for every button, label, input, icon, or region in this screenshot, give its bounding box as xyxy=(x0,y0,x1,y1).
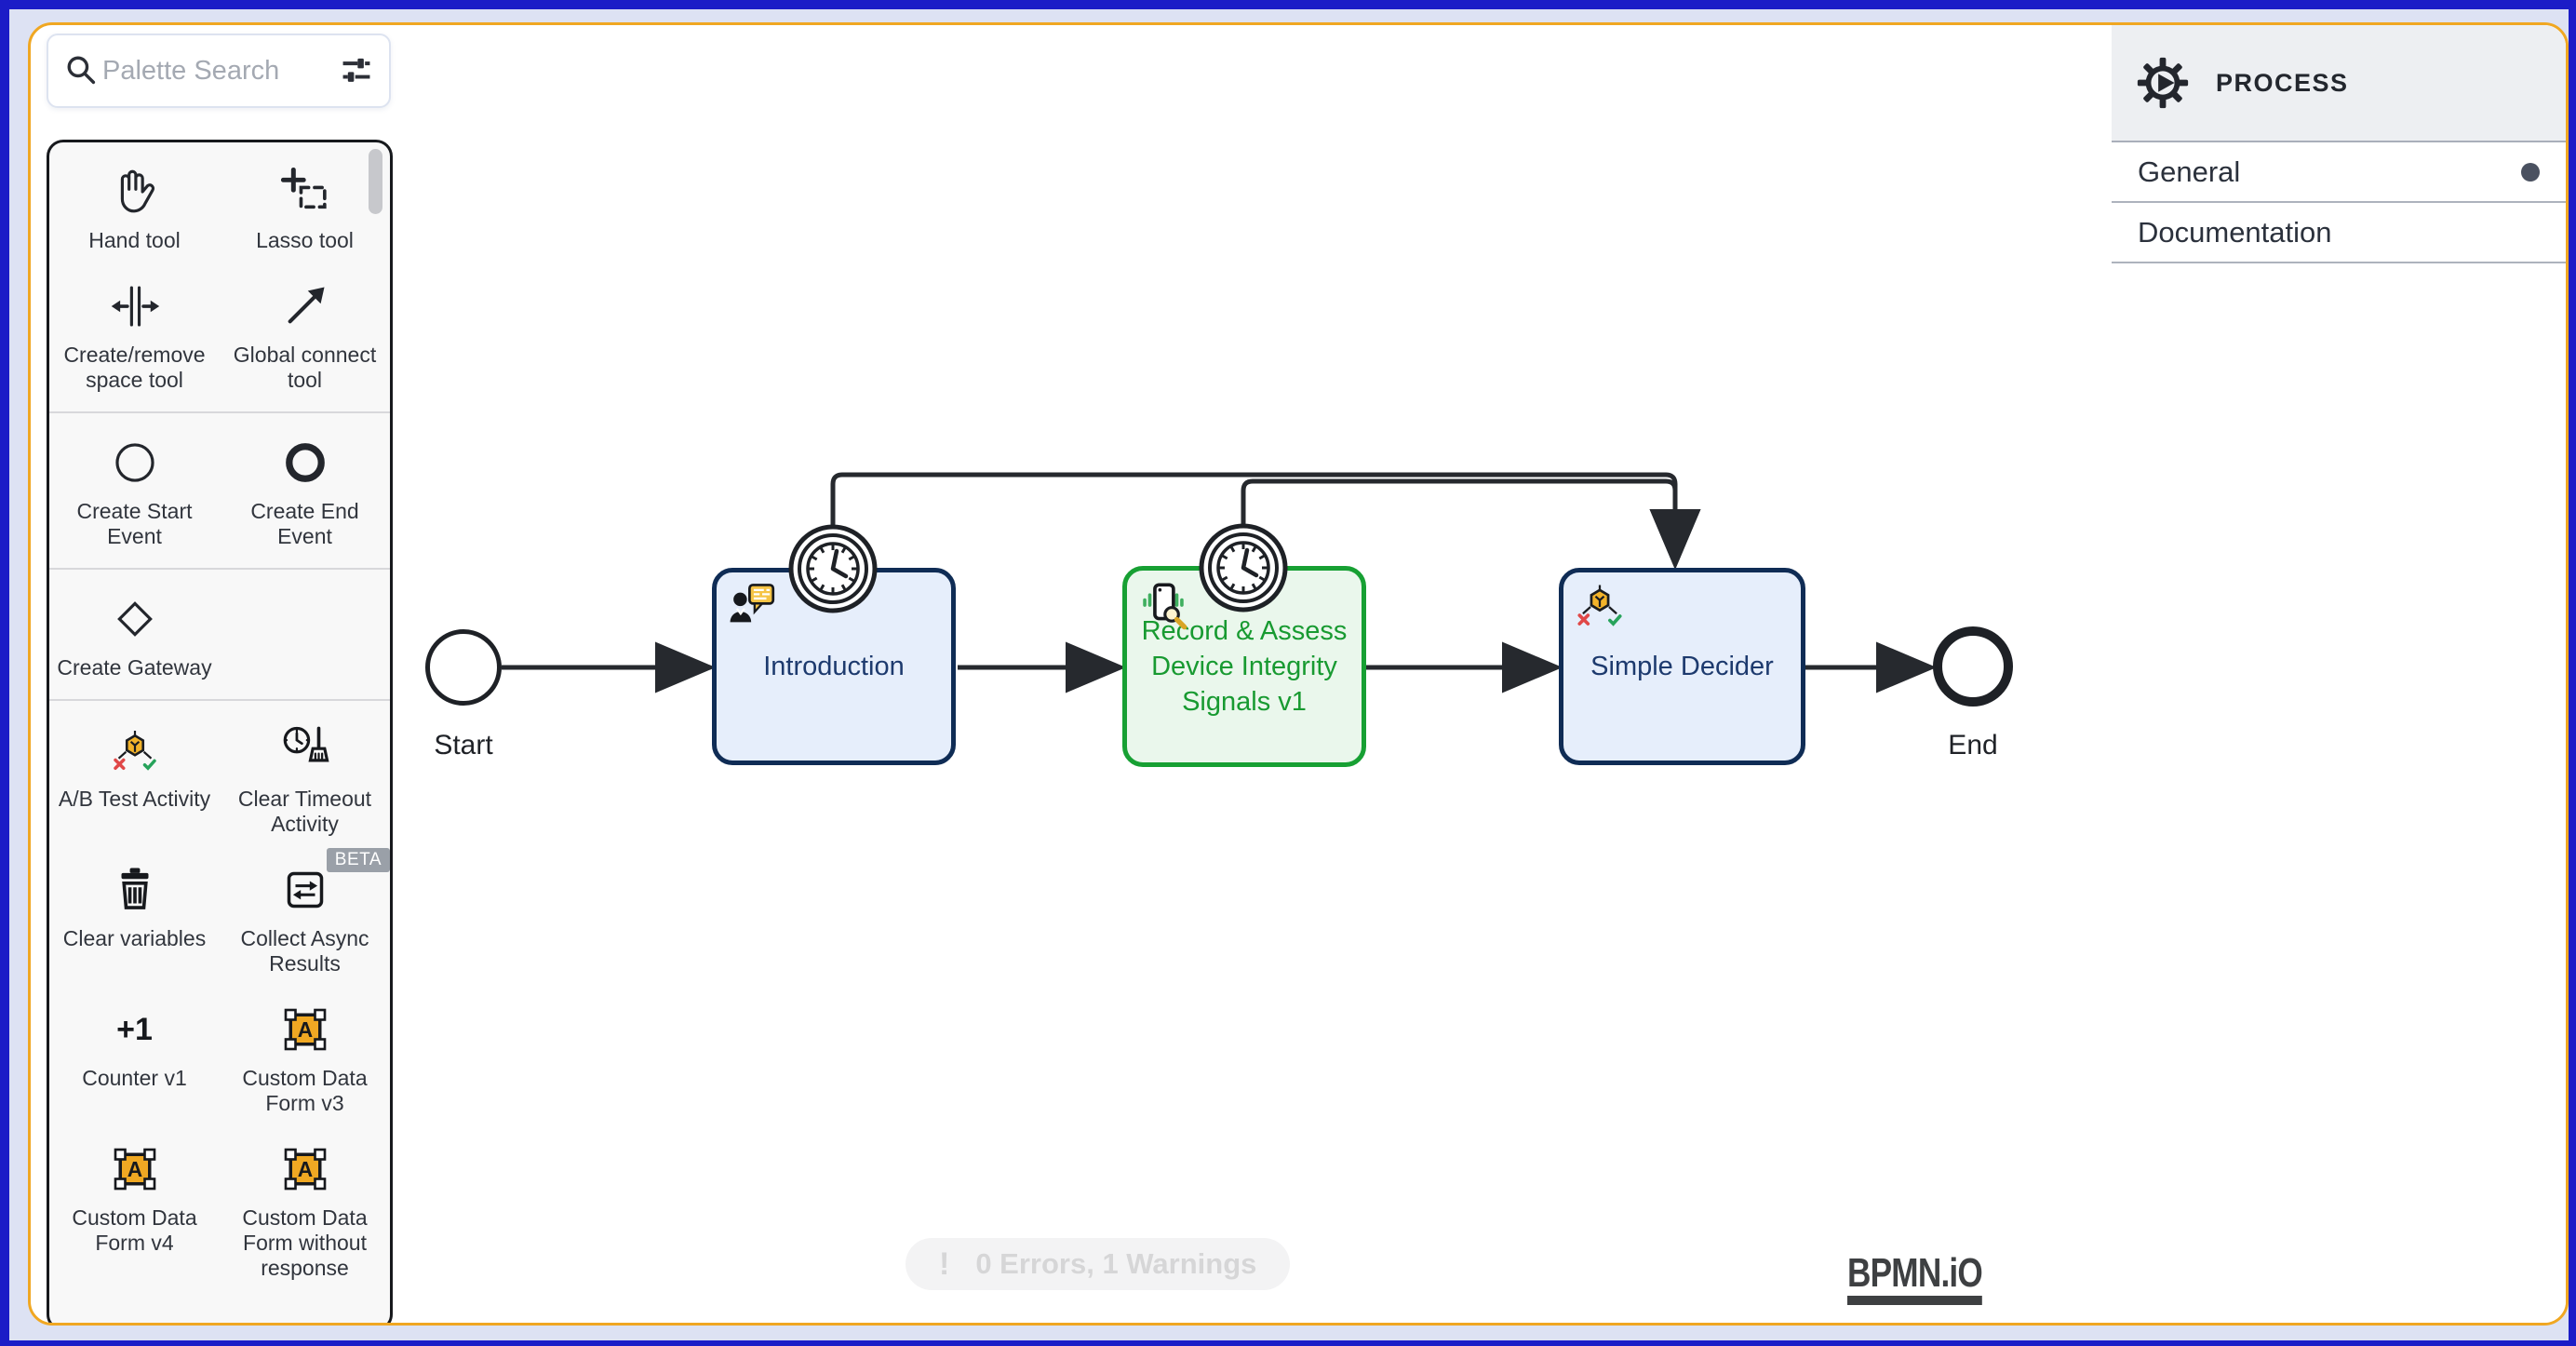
hand-icon xyxy=(106,163,164,221)
palette-item-label: Counter v1 xyxy=(82,1066,187,1090)
palette-group-tools: Hand tool Lasso tool xyxy=(49,142,390,413)
bpmn-io-logo[interactable]: BPMN.iO xyxy=(1847,1252,1983,1305)
lint-status-toggle[interactable]: ! 0 Errors, 1 Warnings xyxy=(906,1238,1291,1290)
palette-item-label: Create/remove space tool xyxy=(63,343,206,392)
palette-item-data-form-no-response[interactable]: A Custom Data Form without response xyxy=(220,1125,390,1290)
counter-icon: +1 xyxy=(116,1011,153,1047)
window-frame: Start Introduction Record & Assess Devic… xyxy=(9,9,2569,1340)
palette-item-label: Create End Event xyxy=(250,499,359,548)
palette-item-label: Custom Data Form v4 xyxy=(72,1205,197,1255)
palette-item-label: A/B Test Activity xyxy=(58,787,211,811)
palette-item-clear-timeout[interactable]: Clear Timeout Activity xyxy=(220,707,390,846)
start-event-icon xyxy=(106,434,164,491)
svg-text:A: A xyxy=(297,1017,312,1042)
palette-group-events: Create Start Event Create End Event xyxy=(49,413,390,570)
palette-item-label: Hand tool xyxy=(88,228,181,252)
task-label: Introduction xyxy=(763,651,905,681)
gateway-icon xyxy=(106,590,164,648)
lint-status-text: 0 Errors, 1 Warnings xyxy=(975,1247,1257,1280)
palette-search-box xyxy=(47,34,391,108)
task-label: Simple Decider xyxy=(1590,651,1774,681)
warning-icon: ! xyxy=(939,1245,950,1282)
search-icon xyxy=(61,50,102,91)
lasso-icon xyxy=(276,163,334,221)
palette-item-global-connect[interactable]: Global connect tool xyxy=(220,262,390,402)
end-event-label: End xyxy=(1948,730,1998,760)
device-signals-icon xyxy=(1143,583,1187,630)
properties-header: PROCESS xyxy=(2112,25,2566,142)
palette-item-label: Clear variables xyxy=(62,926,207,950)
flow-timer2-decider xyxy=(1241,478,1701,570)
properties-panel: PROCESS General Documentation xyxy=(2112,25,2566,1323)
data-indicator-dot xyxy=(2521,162,2540,182)
palette-item-label: Create Gateway xyxy=(57,655,212,680)
palette-item-label: Clear Timeout Activity xyxy=(237,787,372,836)
beta-badge: BETA xyxy=(326,848,390,872)
start-event-label: Start xyxy=(434,730,493,760)
palette-item-data-form-v3[interactable]: A Custom Data Form v3 xyxy=(220,986,390,1125)
data-form-icon: A xyxy=(276,1001,334,1058)
palette-item-ab-test[interactable]: A/B Test Activity xyxy=(49,707,220,846)
collect-async-icon xyxy=(276,861,334,919)
palette-item-create-end-event[interactable]: Create End Event xyxy=(220,419,390,559)
data-form-icon: A xyxy=(276,1140,334,1198)
section-label: General xyxy=(2138,155,2241,188)
task-simple-decider[interactable]: Simple Decider xyxy=(1559,568,1805,765)
palette-item-lasso-tool[interactable]: Lasso tool xyxy=(220,148,390,262)
palette-item-create-gateway[interactable]: Create Gateway xyxy=(49,575,220,690)
palette-item-label: Global connect tool xyxy=(233,343,377,392)
palette-group-gateway: Create Gateway xyxy=(49,570,390,701)
palette-item-label: Custom Data Form v3 xyxy=(242,1066,368,1115)
svg-text:A: A xyxy=(297,1157,312,1181)
palette-item-label: Collect Async Results xyxy=(240,926,369,976)
boundary-timer-event-record[interactable] xyxy=(1197,521,1290,614)
palette-item-hand-tool[interactable]: Hand tool xyxy=(49,148,220,262)
section-label: Documentation xyxy=(2138,215,2332,249)
flow-timer1-decider xyxy=(830,472,1701,570)
trash-icon xyxy=(106,861,164,919)
palette-item-label: Create Start Event xyxy=(76,499,193,548)
svg-text:A: A xyxy=(127,1157,141,1181)
start-event[interactable] xyxy=(425,629,502,706)
global-connect-icon xyxy=(276,277,334,335)
palette: Hand tool Lasso tool xyxy=(47,140,393,1323)
palette-item-label: Custom Data Form without response xyxy=(242,1205,368,1280)
sequence-flows[interactable] xyxy=(31,25,2566,1323)
palette-item-space-tool[interactable]: Create/remove space tool xyxy=(49,262,220,402)
ab-test-icon xyxy=(1577,585,1622,626)
properties-section-documentation[interactable]: Documentation xyxy=(2112,203,2566,263)
user-comment-icon xyxy=(730,584,775,623)
space-tool-icon xyxy=(106,277,164,335)
palette-group-custom: A/B Test Activity Clear Timeout Activity xyxy=(49,701,390,1299)
palette-item-counter[interactable]: +1 Counter v1 xyxy=(49,986,220,1125)
clear-timeout-icon xyxy=(276,721,334,779)
palette-item-label: Lasso tool xyxy=(256,228,354,252)
data-form-icon: A xyxy=(106,1140,164,1198)
end-event-icon xyxy=(276,434,334,491)
palette-scrollbar[interactable] xyxy=(369,149,382,214)
modeler-canvas[interactable]: Start Introduction Record & Assess Devic… xyxy=(28,22,2569,1326)
filter-sliders-icon[interactable] xyxy=(337,51,376,90)
palette-item-collect-async[interactable]: BETA Collect Async Results xyxy=(220,846,390,986)
end-event[interactable] xyxy=(1933,626,2013,707)
boundary-timer-event-introduction[interactable] xyxy=(786,522,879,615)
palette-item-data-form-v4[interactable]: A Custom Data Form v4 xyxy=(49,1125,220,1290)
palette-item-create-start-event[interactable]: Create Start Event xyxy=(49,419,220,559)
palette-item-clear-variables[interactable]: Clear variables xyxy=(49,846,220,986)
logo-underline xyxy=(1847,1296,1982,1305)
properties-title: PROCESS xyxy=(2216,68,2349,97)
process-gear-play-icon xyxy=(2137,57,2189,109)
palette-search-input[interactable] xyxy=(102,55,337,87)
ab-test-icon xyxy=(106,721,164,779)
properties-section-general[interactable]: General xyxy=(2112,142,2566,203)
